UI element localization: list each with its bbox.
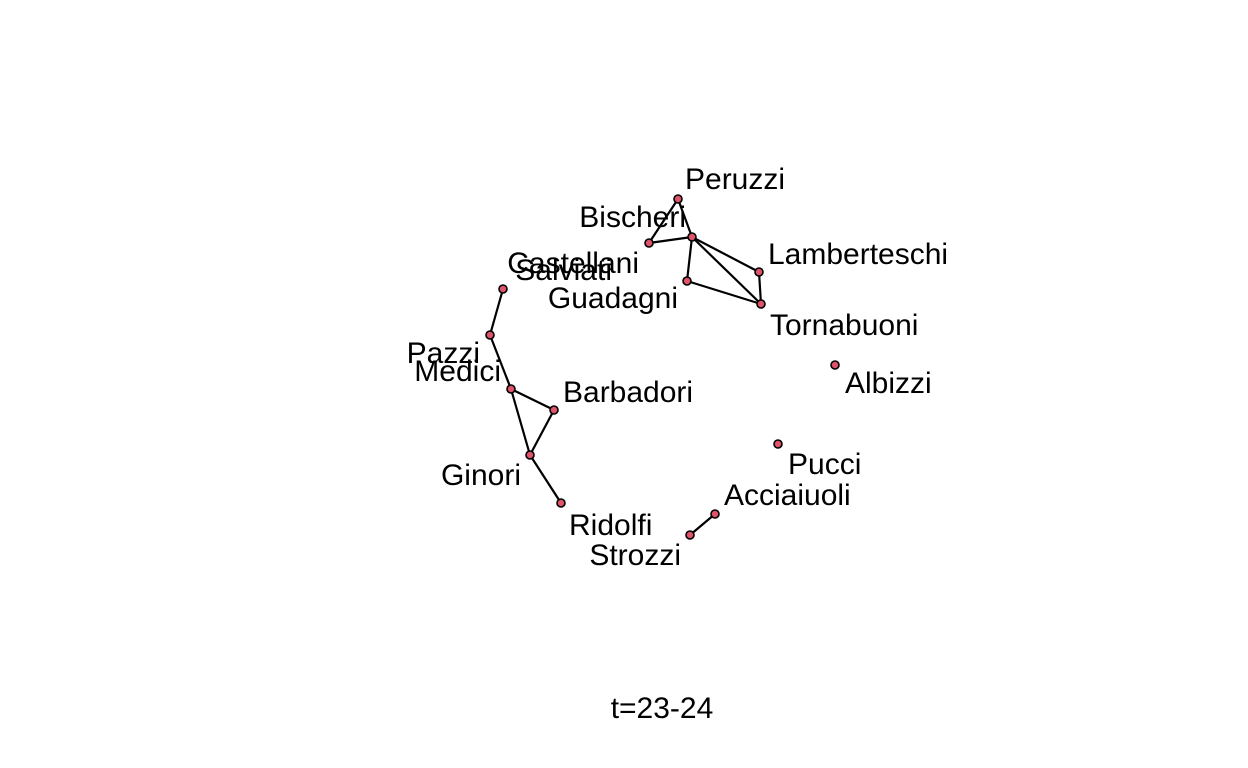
node-salviati: [498, 284, 508, 294]
node-label-strozzi: Strozzi: [589, 539, 681, 572]
node-label-barbadori: Barbadori: [563, 376, 693, 409]
node-label-bischeri: Bischeri: [579, 201, 686, 234]
node-guadagni: [682, 276, 692, 286]
node-label-acciaiuoli: Acciaiuoli: [724, 479, 851, 512]
node-peruzzi: [673, 194, 683, 204]
node-strozzi: [685, 530, 695, 540]
node-pucci: [773, 439, 783, 449]
node-castellani: [687, 232, 697, 242]
node-label-tornabuoni: Tornabuoni: [770, 309, 918, 342]
edge-peruzzi-castellani: [676, 198, 694, 238]
edge-salviati-pazzi: [488, 288, 505, 336]
nodes-layer: [485, 194, 840, 540]
edge-acciaiuoli-strozzi: [689, 513, 716, 536]
node-label-guadagni: Guadagni: [548, 282, 678, 315]
edge-peruzzi-bischeri: [648, 198, 679, 244]
node-pazzi: [485, 330, 495, 340]
node-albizzi: [830, 360, 840, 370]
time-caption: t=23-24: [611, 692, 714, 725]
node-acciaiuoli: [710, 509, 720, 519]
edge-guadagni-tornabuoni: [686, 279, 762, 306]
node-label-albizzi: Albizzi: [845, 367, 932, 400]
edge-bischeri-castellani: [648, 235, 693, 245]
edge-castellani-lamberteschi: [691, 236, 760, 273]
node-ginori: [525, 450, 535, 460]
edge-castellani-tornabuoni: [691, 236, 762, 305]
edge-barbadori-ginori: [529, 409, 555, 456]
edge-lamberteschi-tornabuoni: [757, 271, 763, 305]
node-label-salviati: Salviati: [515, 254, 612, 287]
node-ridolfi: [556, 498, 566, 508]
node-lamberteschi: [754, 267, 764, 277]
node-label-ridolfi: Ridolfi: [569, 509, 652, 542]
node-medici: [506, 384, 516, 394]
edge-ginori-ridolfi: [529, 454, 562, 504]
node-label-medici: Medici: [414, 355, 501, 388]
node-label-ginori: Ginori: [441, 459, 521, 492]
edge-pazzi-medici: [488, 334, 513, 390]
node-bischeri: [644, 238, 654, 248]
edges-layer: [488, 198, 763, 536]
node-tornabuoni: [756, 299, 766, 309]
node-label-pucci: Pucci: [788, 448, 861, 481]
node-barbadori: [549, 405, 559, 415]
edge-medici-ginori: [509, 388, 532, 456]
node-label-castellani: Castellani: [507, 247, 639, 280]
node-label-pazzi: Pazzi: [407, 337, 480, 370]
edge-castellani-guadagni: [685, 236, 694, 282]
node-label-peruzzi: Peruzzi: [685, 163, 785, 196]
edge-medici-barbadori: [510, 388, 555, 411]
node-label-lamberteschi: Lamberteschi: [768, 238, 948, 271]
